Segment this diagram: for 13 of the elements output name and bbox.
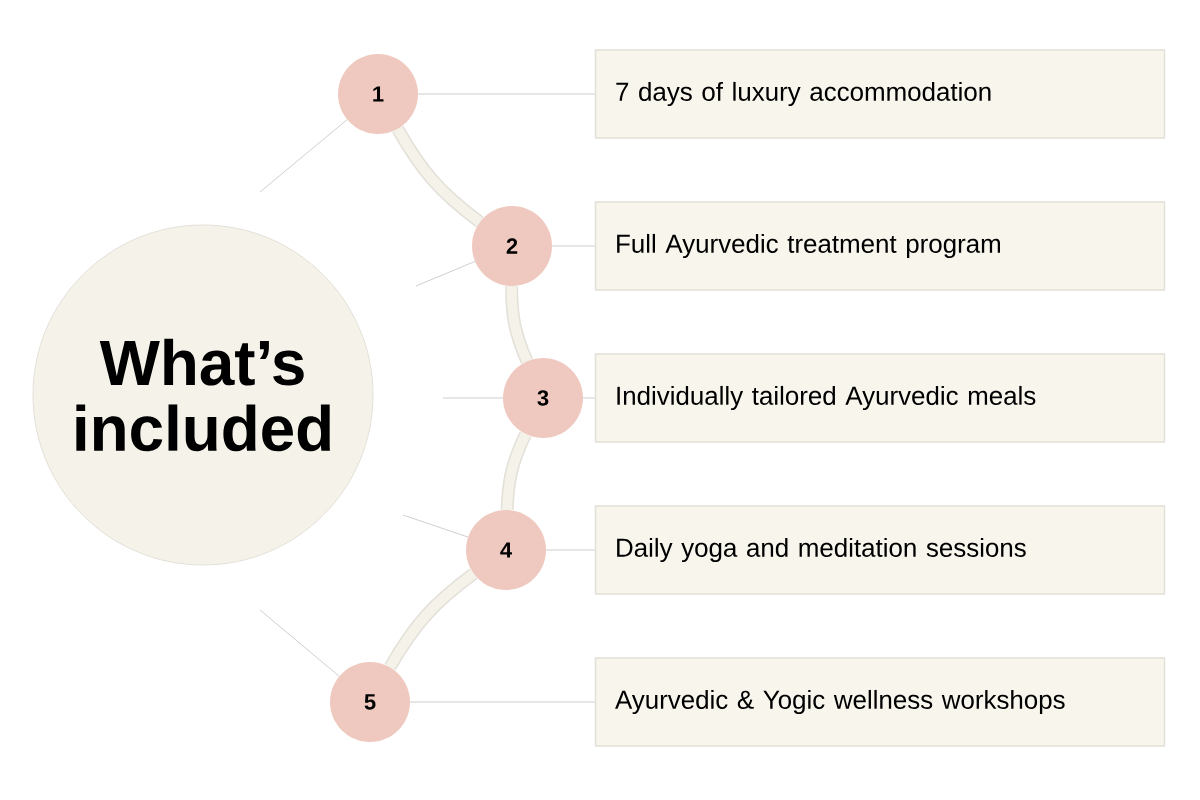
spoke-line	[415, 260, 476, 287]
arc-segment	[505, 286, 533, 364]
spoke-line	[259, 119, 348, 193]
item-box: Full Ayurvedic treatment program	[594, 201, 1166, 291]
item-box: Daily yoga and meditation sessions	[594, 505, 1166, 595]
arc-segment	[500, 431, 532, 511]
spoke-line	[402, 514, 469, 538]
item-box: Ayurvedic & Yogic wellness workshops	[594, 657, 1166, 747]
item-box: 7 days of luxury accommodation	[594, 49, 1166, 139]
arc-segment	[384, 568, 478, 671]
item-box: Individually tailored Ayurvedic meals	[594, 353, 1166, 443]
arc-segment	[392, 125, 484, 228]
spoke-line	[259, 609, 340, 677]
